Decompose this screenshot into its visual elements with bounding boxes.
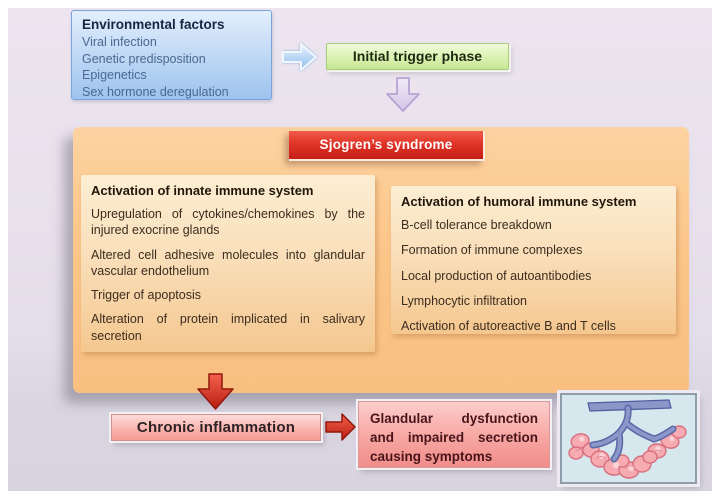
innate-immune-item: Trigger of apoptosis [91, 288, 202, 302]
humoral-immune-item: Lymphocytic infiltration [401, 293, 527, 308]
down-arrow-icon [384, 77, 422, 113]
right-arrow-red-icon [325, 411, 357, 443]
initial-trigger-label: Initial trigger phase [352, 48, 483, 64]
innate-immune-item: Altered cell adhesive molecules into gla… [91, 247, 365, 278]
salivary-gland-illustration [560, 393, 697, 484]
humoral-immune-title: Activation of humoral immune system [401, 194, 637, 209]
down-arrow-red-icon [195, 373, 235, 411]
sjogrens-syndrome-label: Sjogren’s syndrome [319, 137, 453, 152]
env-factor-item: Genetic predisposition [82, 51, 206, 66]
env-factor-item: Sex hormone deregulation [82, 84, 229, 99]
sjogrens-syndrome-banner: Sjogren’s syndrome [289, 131, 485, 161]
humoral-immune-item: Local production of autoantibodies [401, 268, 592, 283]
glandular-dysfunction-label: Glandular dysfunction and impaired secre… [370, 411, 538, 465]
humoral-immune-item: Formation of immune complexes [401, 243, 583, 258]
right-arrow-icon [282, 41, 318, 73]
sjogrens-pathway-panel: Sjogren’s syndrome Activation of innate … [73, 127, 689, 393]
humoral-immune-item: Activation of autoreactive B and T cells [401, 319, 616, 333]
chronic-inflammation-box: Chronic inflammation [111, 414, 321, 441]
innate-immune-item: Upregulation of cytokines/chemokines by … [91, 207, 365, 238]
environmental-factors-title: Environmental factors [82, 17, 225, 32]
innate-immune-item: Alteration of protein implicated in sali… [91, 312, 365, 343]
initial-trigger-box: Initial trigger phase [326, 43, 509, 70]
humoral-immune-item: B-cell tolerance breakdown [401, 218, 552, 232]
env-factor-item: Epigenetics [82, 68, 147, 82]
env-factor-item: Viral infection [82, 35, 157, 49]
humoral-immune-box: Activation of humoral immune system B-ce… [391, 186, 676, 334]
glandular-dysfunction-box: Glandular dysfunction and impaired secre… [358, 401, 550, 468]
environmental-factors-box: Environmental factors Viral infection Ge… [71, 10, 272, 100]
innate-immune-box: Activation of innate immune system Upreg… [81, 175, 375, 352]
innate-immune-title: Activation of innate immune system [91, 183, 314, 198]
chronic-inflammation-label: Chronic inflammation [136, 419, 296, 436]
